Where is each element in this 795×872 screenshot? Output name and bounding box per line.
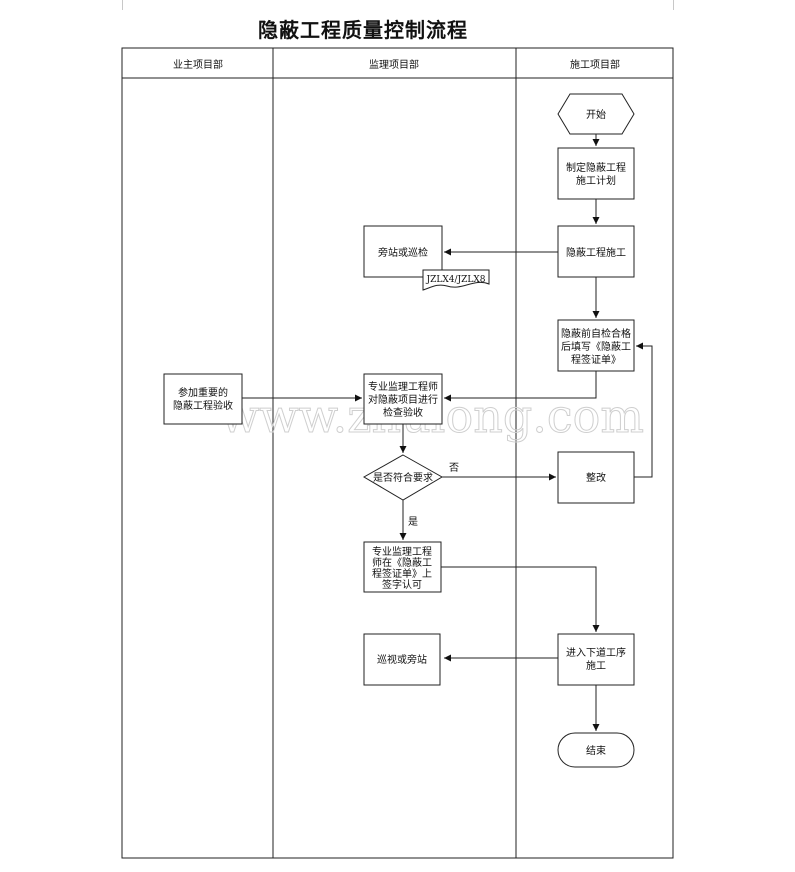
- rectification-label: 整改: [586, 471, 606, 484]
- inspection-label-3: 检查验收: [383, 406, 423, 419]
- inspection-label-2: 对隐蔽项目进行: [368, 393, 438, 406]
- end-node: 结束: [557, 732, 635, 768]
- patrol-node: 巡视或旁站: [363, 633, 441, 686]
- self-check-label-1: 隐蔽前自检合格: [561, 327, 631, 340]
- swimlane-frame: [121, 47, 674, 859]
- end-label: 结束: [586, 744, 606, 757]
- edge-label-yes: 是: [408, 516, 418, 528]
- page-title: 隐蔽工程质量控制流程: [258, 18, 468, 42]
- edge-label-no: 否: [449, 462, 459, 474]
- connectors: [242, 134, 653, 731]
- side-check-node: 旁站或巡检: [363, 225, 443, 278]
- inspection-label-1: 专业监理工程师: [368, 380, 438, 393]
- next-step-label-1: 进入下道工序: [566, 646, 626, 659]
- plan-node: 制定隐蔽工程 施工计划: [557, 147, 635, 200]
- decision-node: 是否符合要求: [362, 454, 444, 501]
- construct-label: 隐蔽工程施工: [566, 246, 626, 259]
- lane-header-construction: 施工项目部: [570, 58, 620, 71]
- next-step-label-2: 施工: [586, 659, 606, 672]
- plan-label-1: 制定隐蔽工程: [566, 161, 626, 174]
- lane-header-owner: 业主项目部: [173, 58, 223, 71]
- start-node: 开始: [557, 93, 635, 135]
- construct-node: 隐蔽工程施工: [557, 225, 635, 278]
- patrol-label: 巡视或旁站: [377, 653, 427, 666]
- inspection-node: 专业监理工程师 对隐蔽项目进行 检查验收: [363, 373, 443, 425]
- sign-off-node: 专业监理工程 师在《隐蔽工 程签证单》上 签字认可: [363, 541, 442, 593]
- lane-header-supervision: 监理项目部: [369, 58, 419, 71]
- page-corner-mark-right: [673, 0, 674, 10]
- sign-off-label-4: 签字认可: [382, 578, 422, 591]
- decision-label: 是否符合要求: [373, 471, 433, 484]
- owner-acceptance-node: 参加重要的 隐蔽工程验收: [163, 373, 243, 425]
- sign-off-label-1: 专业监理工程: [372, 545, 432, 558]
- owner-acceptance-label-1: 参加重要的: [178, 386, 228, 399]
- side-check-label: 旁站或巡检: [378, 246, 428, 259]
- side-check-document: JZLX4/JZLX8: [422, 269, 490, 291]
- plan-label-2: 施工计划: [576, 174, 616, 187]
- sign-off-label-2: 师在《隐蔽工: [372, 556, 432, 569]
- start-label: 开始: [586, 108, 606, 121]
- self-check-label-2: 后填写《隐蔽工: [561, 340, 631, 353]
- sign-off-label-3: 程签证单》上: [372, 567, 432, 580]
- side-check-document-label: JZLX4/JZLX8: [426, 275, 486, 285]
- self-check-label-3: 程签证单》: [571, 353, 621, 366]
- owner-acceptance-label-2: 隐蔽工程验收: [173, 399, 233, 412]
- rectification-node: 整改: [557, 451, 635, 504]
- next-step-node: 进入下道工序 施工: [557, 633, 635, 686]
- self-check-node: 隐蔽前自检合格 后填写《隐蔽工 程签证单》: [557, 319, 635, 372]
- page-corner-mark-left: [122, 0, 123, 10]
